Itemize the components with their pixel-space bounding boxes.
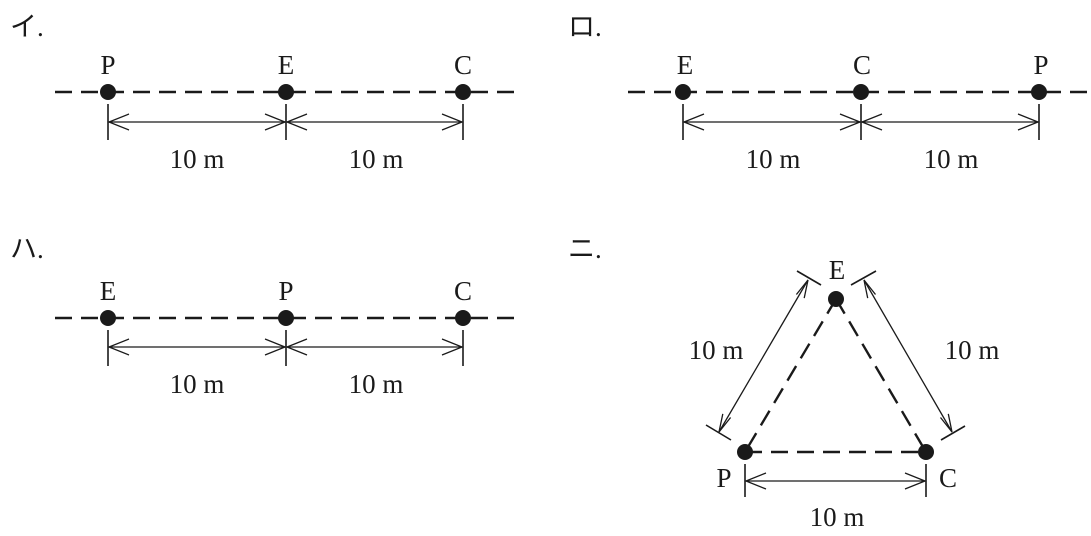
dimension-arrow <box>682 113 862 131</box>
point-marker <box>100 84 116 100</box>
option-label-ni: ニ. <box>568 234 602 264</box>
distance-label: 10 m <box>689 335 744 365</box>
point-marker <box>1031 84 1047 100</box>
option-label-ro: ロ. <box>568 12 602 42</box>
distance-label: 10 m <box>945 335 1000 365</box>
point-label: E <box>677 50 694 80</box>
point-label: P <box>100 50 115 80</box>
tick-mark <box>850 270 877 286</box>
dashed-line <box>834 298 928 453</box>
point-marker <box>675 84 691 100</box>
distance-label: 10 m <box>924 144 979 174</box>
point-marker <box>737 444 753 460</box>
point-marker <box>278 310 294 326</box>
option-ha: ハ. E P C 10 m 10 m <box>10 234 515 399</box>
dimension-arrow <box>718 279 809 433</box>
option-label-i: イ. <box>10 12 44 42</box>
tick-mark <box>796 270 822 286</box>
dimension-arrow <box>860 113 1040 131</box>
distance-label: 10 m <box>746 144 801 174</box>
point-label: C <box>939 463 957 493</box>
point-marker <box>455 310 471 326</box>
dimension-arrow <box>285 113 464 131</box>
point-marker <box>853 84 869 100</box>
point-label: C <box>454 276 472 306</box>
point-marker <box>455 84 471 100</box>
dashed-line <box>743 298 838 453</box>
point-label: P <box>1033 50 1048 80</box>
point-label: E <box>829 255 846 285</box>
dimension-arrow <box>744 472 927 490</box>
distance-label: 10 m <box>810 502 865 532</box>
distance-label: 10 m <box>349 369 404 399</box>
point-label: C <box>454 50 472 80</box>
point-label: C <box>853 50 871 80</box>
point-label: E <box>100 276 117 306</box>
point-marker <box>100 310 116 326</box>
point-label: P <box>716 463 731 493</box>
dimension-arrow <box>863 279 953 433</box>
point-marker <box>278 84 294 100</box>
point-label: E <box>278 50 295 80</box>
point-marker <box>918 444 934 460</box>
option-i: イ. P E C 10 m 10 m <box>10 12 515 174</box>
tick-mark <box>705 424 732 441</box>
tick-mark <box>940 425 966 441</box>
dimension-arrow <box>107 338 287 356</box>
option-ro: ロ. E C P 10 m 10 m <box>568 12 1088 174</box>
option-ni: ニ. E P C <box>568 234 999 532</box>
dimension-arrow <box>107 113 287 131</box>
distance-label: 10 m <box>349 144 404 174</box>
dimension-arrow <box>285 338 464 356</box>
point-marker <box>828 291 844 307</box>
distance-label: 10 m <box>170 144 225 174</box>
option-label-ha: ハ. <box>10 234 44 264</box>
point-label: P <box>278 276 293 306</box>
distance-label: 10 m <box>170 369 225 399</box>
